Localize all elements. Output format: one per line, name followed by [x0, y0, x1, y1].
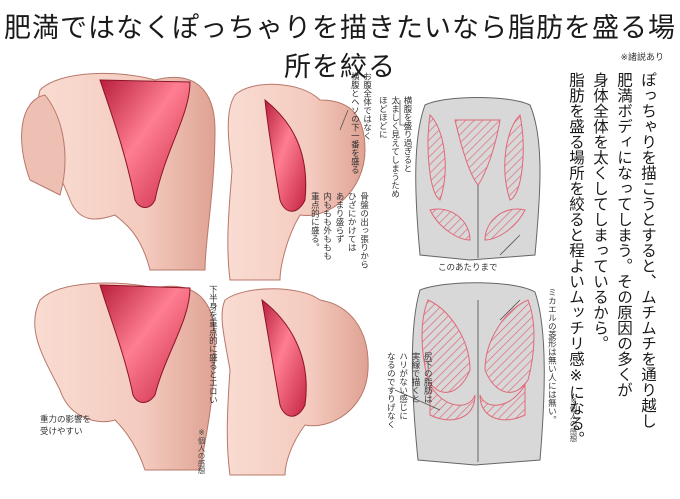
title-footnote: ※諸説あり: [620, 53, 664, 63]
figure-top-front: [21, 72, 216, 271]
diagram-top: [415, 97, 541, 261]
note-lower-hip: 下半身を重点的に盛るとエロい: [207, 285, 218, 404]
note-gravity: 重力の影響を 受けやすい: [40, 415, 92, 438]
note-under-hip: 尻下の脂肪は 実線で描くと ハリがない感じに なるのですりげなく: [385, 352, 433, 429]
note-side-band: 横腹を盛り過ぎると 太ましく見えてしまうため ほどほどに: [377, 96, 412, 198]
note-this-area: このあたりまで: [438, 263, 498, 273]
figure-bottom-front: [34, 282, 216, 471]
note-lower-hip-personal: ※個人の感想: [197, 428, 206, 475]
figure-bottom-side: [221, 288, 369, 476]
note-personal-right: ※個人の感想: [569, 396, 578, 443]
annotation-lines: [339, 100, 521, 411]
main-explanation: ぽっちゃりを描こうとすると、ムチムチを通り越し 肥満ボディになってしまう。その原…: [566, 72, 657, 447]
note-hip-bone: 骨盤の出っ張りから ひざにかけては あまり盛らず 内ももも外ももも 重点的に盛る…: [309, 192, 369, 269]
figure-top-side: [227, 83, 366, 281]
note-rhombus: ミカエルの菱形は無い人には無い。: [546, 288, 557, 424]
page-title: 肥満ではなくぽっちゃりを描きたいなら脂肪を盛る場所を絞る: [4, 13, 676, 83]
note-belly: お腹全体ではなく 横腹とヘソの下一番を盛る: [349, 72, 372, 174]
diagram-bottom: [411, 282, 545, 466]
